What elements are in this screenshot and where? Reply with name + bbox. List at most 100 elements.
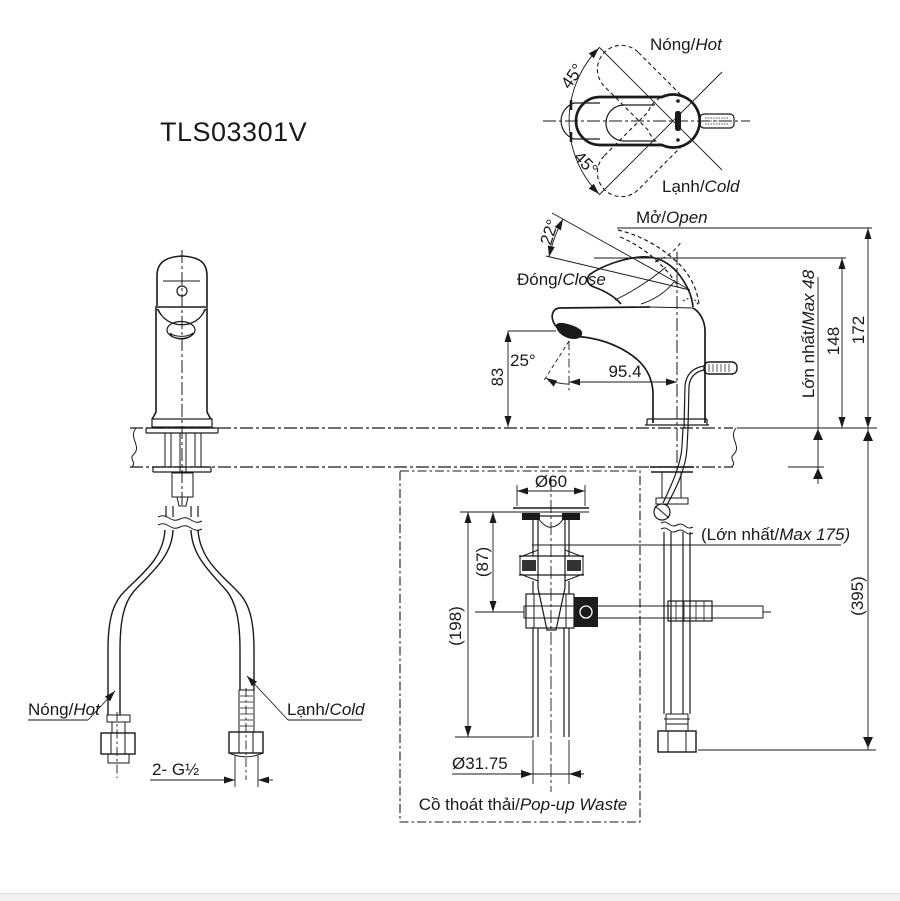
- spout-underside: [551, 307, 654, 423]
- wing-block-left: [522, 560, 536, 571]
- label-cold-top-view: Lạnh/Cold: [662, 177, 740, 196]
- mount-plate-front: [152, 466, 212, 473]
- shank-nut-side: [655, 497, 689, 505]
- dim-148: 148: [824, 327, 843, 355]
- hose-walls-side: [663, 532, 691, 714]
- dim-max-48: Lớn nhất/Max 48: [799, 269, 818, 398]
- handle-pivot-bar: [675, 111, 681, 131]
- hose-break-side: [660, 521, 694, 535]
- wing-block-right: [567, 560, 581, 571]
- hot-leader: [87, 690, 116, 721]
- dim-25: 25°: [510, 351, 536, 370]
- swing-arc: [568, 47, 600, 195]
- construction-line-hot: [598, 46, 723, 171]
- dim-395: (395): [848, 576, 867, 616]
- label-open: Mở/Open: [636, 208, 708, 227]
- rod-clamp-facets: [675, 601, 705, 621]
- dim-thread-spec: 2- G½: [152, 760, 199, 779]
- handle-open-inner: [654, 241, 682, 263]
- deck-break-left: [131, 427, 138, 468]
- construction-line-cold: [598, 71, 723, 196]
- dim-95-4: 95.4: [608, 362, 641, 381]
- base-plate-front: [151, 418, 213, 428]
- pivot-dot-bottom: [676, 138, 680, 142]
- plug-dome: [535, 512, 567, 528]
- aerator-lens-front: [169, 332, 194, 340]
- pivot-nut-hole: [579, 605, 593, 619]
- handle-inner-edge: [605, 104, 655, 142]
- handle-open-underside: [619, 236, 679, 288]
- pop-rod-below-deck: [662, 427, 689, 506]
- hose-left-nut-facets: [110, 733, 126, 754]
- top-view: Nóng/Hot Lạnh/Cold 45° 45°: [543, 35, 750, 198]
- pivot-coupling: [525, 593, 575, 629]
- hose-right-thread-lines: [240, 695, 253, 727]
- hose-nut-side: [657, 730, 697, 753]
- spout-tip-detail: [705, 117, 729, 125]
- dim-45-lower: 45°: [570, 147, 602, 179]
- detail-box-border: [399, 470, 641, 823]
- thread-extensions: [234, 756, 259, 787]
- hose-left-collar: [106, 714, 131, 723]
- hose-right-nut-facets: [228, 732, 264, 758]
- popup-plug: [537, 515, 566, 631]
- pivot-dot-top: [676, 99, 680, 103]
- handle-cap-dot: [176, 285, 188, 297]
- dim-198: (198): [446, 606, 465, 646]
- hose-fitting-side: [664, 713, 690, 731]
- rod-ball-joint-line: [654, 505, 670, 519]
- hose-left-inner: [119, 529, 174, 715]
- deck-max-arrow-bottom: [813, 468, 823, 479]
- dim-45-upper: 45°: [557, 60, 587, 92]
- popup-waste-detail: Ø60 (87) (198) Ø31.75 Cồ thoát thải/Pop-…: [399, 470, 771, 823]
- hose-right-inner: [190, 529, 241, 690]
- mount-flange-front: [145, 427, 219, 434]
- hose-left-outer: [107, 529, 166, 715]
- rod-clamp: [667, 600, 713, 622]
- handle-open-base-dots: [682, 297, 699, 306]
- below-counter-arrow-top: [863, 430, 873, 441]
- hose-left-nut: [100, 732, 136, 755]
- shank-tip-front: [176, 496, 189, 507]
- lift-rod-knob: [703, 361, 738, 375]
- flange-seat-left: [522, 513, 540, 520]
- wing-lines: [519, 555, 584, 576]
- pivot-nut: [574, 597, 598, 627]
- shank-flange-side: [650, 466, 694, 473]
- spray-angle-line: [542, 340, 570, 383]
- dim-172: 172: [849, 316, 868, 344]
- dim-22: 22°: [536, 217, 562, 247]
- hose-left-neck: [111, 721, 126, 734]
- body-right-edge: [692, 307, 706, 423]
- dim-o60: Ø60: [535, 472, 567, 491]
- dim-83: 83: [489, 368, 507, 386]
- handle-closed-underside: [586, 274, 622, 305]
- hose-nut-side-facets: [667, 731, 687, 752]
- body-top-joint: [649, 306, 694, 309]
- spout-top-edge: [558, 306, 651, 309]
- flange-seat-right: [562, 513, 580, 520]
- popup-waste-caption: Cồ thoát thải/Pop-up Waste: [419, 795, 628, 814]
- handle-top-outline: [574, 93, 702, 149]
- body-base-plate: [645, 418, 709, 426]
- handle-hot-position-outline: [596, 93, 701, 198]
- hose-start-front: [165, 506, 199, 517]
- handle-cap-front: [156, 255, 208, 306]
- aerator-outlet: [556, 322, 583, 339]
- hose-break-front: [157, 515, 203, 531]
- label-hot-front: Nóng/Hot: [28, 700, 101, 719]
- handle-closed-inner2: [640, 281, 675, 305]
- pipe-dia-arrow-right: [569, 770, 581, 778]
- shroud-ticks: [156, 308, 207, 316]
- handle-closed-inner1: [614, 266, 667, 301]
- waste-pipe-walls: [532, 520, 570, 737]
- pipe-dia-arrow-left: [521, 770, 533, 778]
- deck-max-arrow-top: [813, 429, 823, 440]
- open-angle-lines: [545, 212, 691, 291]
- label-close: Đóng/Close: [517, 270, 606, 289]
- handle-cold-position-outline: [596, 44, 701, 149]
- handle-open-top: [617, 229, 700, 305]
- label-hot-top-view: Nóng/Hot: [650, 35, 723, 54]
- side-view: 22° Mở/Open Đóng/Close 83 95.4 25° 172 1…: [489, 208, 876, 753]
- dim-87: (87): [473, 547, 492, 577]
